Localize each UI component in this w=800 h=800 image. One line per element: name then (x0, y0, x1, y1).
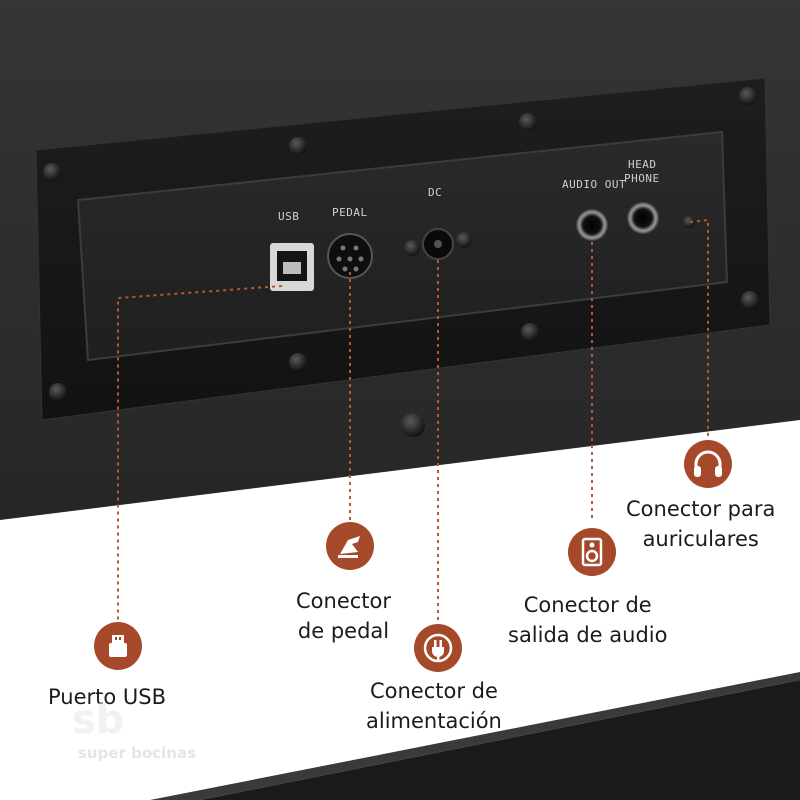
panel-label-headphone-2: PHONE (624, 172, 660, 185)
power-plug-icon (414, 624, 462, 672)
headphone-jack (627, 202, 695, 234)
callout-headphone-line2: auriculares (642, 527, 759, 551)
watermark-logo: sb (72, 700, 124, 740)
callout-power-line2: alimentación (366, 709, 502, 733)
speaker-icon (568, 528, 616, 576)
dc-jack (404, 228, 472, 260)
usb-port (270, 243, 314, 291)
callout-usb-line1: Puerto USB (48, 685, 167, 709)
callout-pedal-line2: de pedal (297, 619, 390, 643)
callout-lines (117, 218, 709, 620)
headphones-icon (684, 440, 732, 488)
callout-label-usb: Puerto USB (48, 682, 166, 712)
usb-plug-icon (94, 622, 142, 670)
pedal-icon (326, 522, 374, 570)
watermark-logo-text: sb (72, 697, 125, 743)
panel-label-usb: USB (278, 210, 300, 223)
panel-label-dc: DC (428, 186, 443, 199)
watermark-text: super bocinas (78, 744, 196, 762)
audio-out-jack (576, 209, 608, 241)
connector-recess (76, 130, 729, 362)
callout-label-headphone: Conector para auriculares (626, 494, 775, 554)
panel-label-headphone-1: HEAD (628, 158, 657, 171)
panel-label-audio-out: AUDIO OUT (562, 178, 627, 191)
callout-audio-line2: salida de audio (508, 623, 668, 647)
callout-pedal-line1: Conector (296, 589, 392, 613)
callout-label-pedal: Conector de pedal (296, 586, 391, 646)
piano-base-edge (150, 672, 800, 800)
panel-label-pedal: PEDAL (332, 206, 368, 219)
callout-audio-line1: Conector de (523, 593, 652, 617)
callout-headphone-line1: Conector para (626, 497, 776, 521)
callout-label-audio: Conector de salida de audio (508, 590, 667, 650)
callout-label-power: Conector de alimentación (366, 676, 502, 736)
callout-power-line1: Conector de (369, 679, 498, 703)
plate-screws (43, 87, 759, 437)
pedal-port (327, 233, 373, 279)
